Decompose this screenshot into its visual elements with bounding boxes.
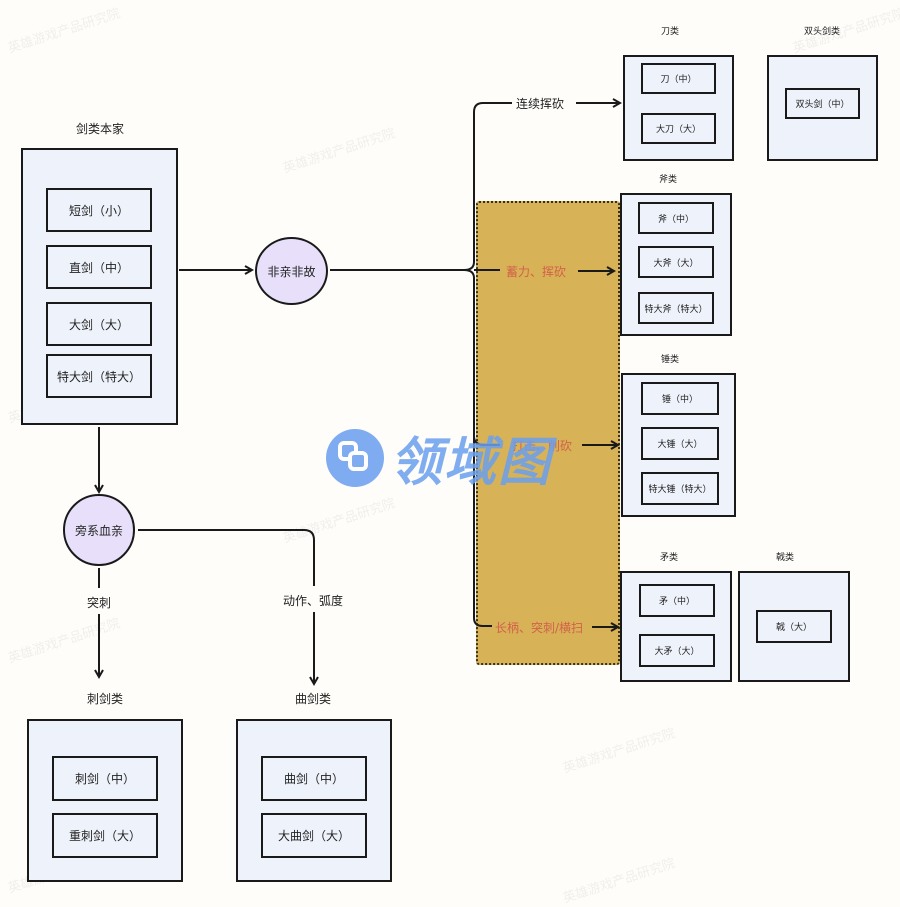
edge-label-motion-arc: 动作、弧度 bbox=[283, 594, 344, 608]
item-ultra-great-sword: 特大剑（特大） bbox=[46, 354, 152, 398]
highlight-region bbox=[476, 201, 620, 665]
item-blade-medium: 刀（中） bbox=[641, 63, 716, 94]
bracket-mid bbox=[473, 435, 500, 446]
item-hammer-large: 大锤（大） bbox=[641, 427, 719, 460]
edge-label-charge-chop: 蓄力、挥砍 bbox=[506, 265, 567, 279]
item-thrusting-medium: 刺剑（中） bbox=[52, 756, 158, 801]
item-axe-large: 大斧（大） bbox=[638, 246, 714, 278]
edge-label-strike-cut: 打击、削砍 bbox=[512, 439, 573, 453]
logo-text: 领域图 bbox=[390, 433, 553, 493]
logo-overlapping-squares-icon bbox=[326, 428, 384, 487]
node-unrelated: 非亲非故 bbox=[255, 237, 328, 305]
group-title-halberd: 戟类 bbox=[775, 553, 795, 563]
group-title-axe: 斧类 bbox=[658, 175, 678, 185]
edge-curved-upper bbox=[138, 529, 315, 586]
item-double-sword: 双头剑（中） bbox=[785, 88, 860, 119]
item-axe-medium: 斧（中） bbox=[638, 202, 714, 234]
item-hammer-medium: 锤（中） bbox=[641, 382, 719, 415]
edge-label-continuous-chop: 连续挥砍 bbox=[512, 95, 569, 112]
bracket-lower bbox=[463, 269, 492, 627]
group-title-thrusting: 刺剑类 bbox=[86, 692, 124, 706]
item-curved-large: 大曲剑（大） bbox=[261, 813, 367, 858]
item-hammer-ultra: 特大锤（特大） bbox=[641, 472, 719, 505]
edge-label-polearm: 长柄、突刺/横扫 bbox=[495, 621, 584, 635]
item-halberd-large: 戟（大） bbox=[756, 610, 832, 643]
bracket-upper bbox=[463, 102, 512, 271]
node-collateral: 旁系血亲 bbox=[63, 494, 135, 566]
item-spear-large: 大矛（大） bbox=[639, 634, 715, 667]
group-title-double: 双头剑类 bbox=[803, 27, 841, 37]
group-title-blade: 刀类 bbox=[660, 27, 680, 37]
item-spear-medium: 矛（中） bbox=[639, 584, 715, 617]
group-title-hammer: 锤类 bbox=[660, 355, 680, 365]
logo: 领域图 bbox=[326, 420, 552, 495]
item-axe-ultra: 特大斧（特大） bbox=[638, 292, 714, 324]
item-curved-medium: 曲剑（中） bbox=[261, 756, 367, 801]
edge-label-thrust: 突刺 bbox=[87, 596, 112, 610]
group-title-origin: 剑类本家 bbox=[75, 122, 125, 136]
group-title-spear: 矛类 bbox=[659, 553, 679, 563]
item-thrusting-heavy: 重刺剑（大） bbox=[52, 813, 158, 858]
item-straight-sword: 直剑（中） bbox=[46, 245, 152, 289]
item-short-sword: 短剑（小） bbox=[46, 188, 152, 232]
item-blade-large: 大刀（大） bbox=[641, 113, 716, 144]
item-great-sword: 大剑（大） bbox=[46, 302, 152, 346]
group-title-curved: 曲剑类 bbox=[294, 692, 332, 706]
